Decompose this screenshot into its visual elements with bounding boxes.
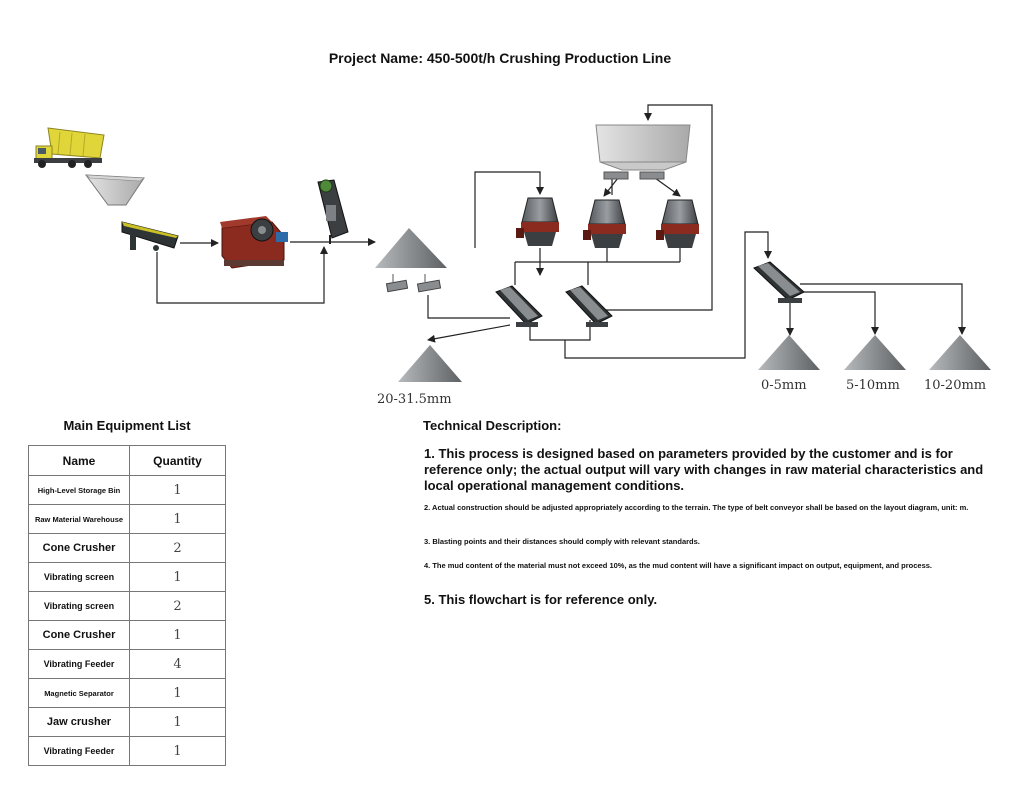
flow-lines (156, 104, 966, 359)
equipment-name: Cone Crusher (28, 533, 130, 563)
flow-line-cone-bus (514, 248, 681, 285)
stockpile-medium-label: 5-10mm (846, 378, 900, 393)
equipment-table-header: Name Quantity (28, 445, 226, 476)
table-row: Vibrating screen 1 (28, 562, 226, 592)
page-title: Project Name: 450-500t/h Crushing Produc… (328, 50, 672, 66)
flow-line-recirculation (592, 104, 713, 311)
high-level-storage-bin-icon (595, 124, 691, 180)
vibrating-screen-final-icon (753, 261, 805, 303)
table-row: Vibrating Feeder 4 (28, 649, 226, 679)
equipment-quantity: 1 (129, 707, 226, 737)
table-row: Cone Crusher 2 (28, 533, 226, 563)
technical-item-1: 1. This process is designed based on par… (424, 446, 984, 493)
equipment-name: Vibrating screen (28, 562, 130, 592)
table-row: High-Level Storage Bin 1 (28, 475, 226, 505)
flow-line-screen-to-pile-b (800, 291, 879, 335)
raw-material-hopper-icon (84, 174, 145, 206)
column-header-name: Name (28, 445, 130, 476)
equipment-name: Vibrating Feeder (28, 649, 130, 679)
cone-crusher-left-icon (583, 199, 626, 248)
vibrating-screen-left-icon (495, 285, 543, 327)
stockpile-large: 10-20mm (924, 335, 991, 393)
vibrating-feeder-icon (121, 221, 179, 251)
stockpile-fine-label: 0-5mm (761, 378, 807, 393)
stockpile-fine: 0-5mm (758, 335, 820, 393)
flow-line-to-pile-coarse (427, 324, 511, 343)
table-row: Raw Material Warehouse 1 (28, 504, 226, 534)
equipment-quantity: 1 (129, 620, 226, 650)
equipment-quantity: 4 (129, 649, 226, 679)
equipment-name: Raw Material Warehouse (28, 504, 130, 534)
technical-item-3: 3. Blasting points and their distances s… (424, 537, 700, 546)
feeder-pair-icon (385, 274, 442, 293)
equipment-name: Vibrating screen (28, 591, 130, 621)
flow-line-screen-return (529, 320, 591, 341)
equipment-name: Jaw crusher (28, 707, 130, 737)
vibrating-screen-right-icon (565, 285, 613, 327)
process-flow-diagram: 20-31.5mm 0-5mm 5-10mm 10-20mm (34, 104, 991, 407)
technical-item-2: 2. Actual construction should be adjuste… (424, 503, 969, 512)
flow-line-to-cone-left (604, 177, 619, 196)
technical-description-title: Technical Description: (423, 418, 562, 433)
jaw-crusher-icon (220, 216, 288, 269)
stockpile-coarse-label: 20-31.5mm (377, 392, 452, 407)
equipment-quantity: 2 (129, 533, 226, 563)
flow-line-to-primary-cone (474, 171, 544, 248)
equipment-quantity: 2 (129, 591, 226, 621)
flow-line-feeders-to-screens (427, 295, 510, 319)
equipment-list-title: Main Equipment List (63, 418, 191, 433)
table-row: Jaw crusher 1 (28, 707, 226, 737)
flow-line-return-to-bin (564, 231, 772, 359)
cone-crusher-right-icon (656, 199, 699, 248)
table-row: Cone Crusher 1 (28, 620, 226, 650)
equipment-name: High-Level Storage Bin (28, 475, 130, 505)
technical-item-4: 4. The mud content of the material must … (424, 561, 933, 570)
stockpile-medium: 5-10mm (844, 335, 906, 393)
equipment-name: Cone Crusher (28, 620, 130, 650)
equipment-quantity: 1 (129, 562, 226, 592)
stockpile-large-label: 10-20mm (924, 378, 986, 393)
flow-line-screen-to-pile-c (800, 283, 966, 335)
magnetic-separator-icon (317, 179, 349, 244)
equipment-quantity: 1 (129, 475, 226, 505)
cone-crusher-primary-icon (516, 197, 559, 246)
dump-truck-icon (34, 127, 105, 168)
flow-line-to-cone-right (654, 177, 681, 197)
flow-line-jaw-loop (156, 246, 328, 304)
technical-item-5: 5. This flowchart is for reference only. (424, 592, 658, 607)
equipment-name: Magnetic Separator (28, 678, 130, 708)
column-header-quantity: Quantity (129, 445, 226, 476)
intermediate-stockpile-icon (375, 228, 447, 293)
table-row: Vibrating screen 2 (28, 591, 226, 621)
table-row: Magnetic Separator 1 (28, 678, 226, 708)
stockpile-coarse: 20-31.5mm (377, 345, 462, 407)
equipment-quantity: 1 (129, 504, 226, 534)
equipment-quantity: 1 (129, 678, 226, 708)
equipment-name: Vibrating Feeder (28, 736, 130, 766)
table-row: Vibrating Feeder 1 (28, 736, 226, 766)
equipment-quantity: 1 (129, 736, 226, 766)
equipment-table: Name Quantity High-Level Storage Bin 1 R… (28, 445, 226, 766)
